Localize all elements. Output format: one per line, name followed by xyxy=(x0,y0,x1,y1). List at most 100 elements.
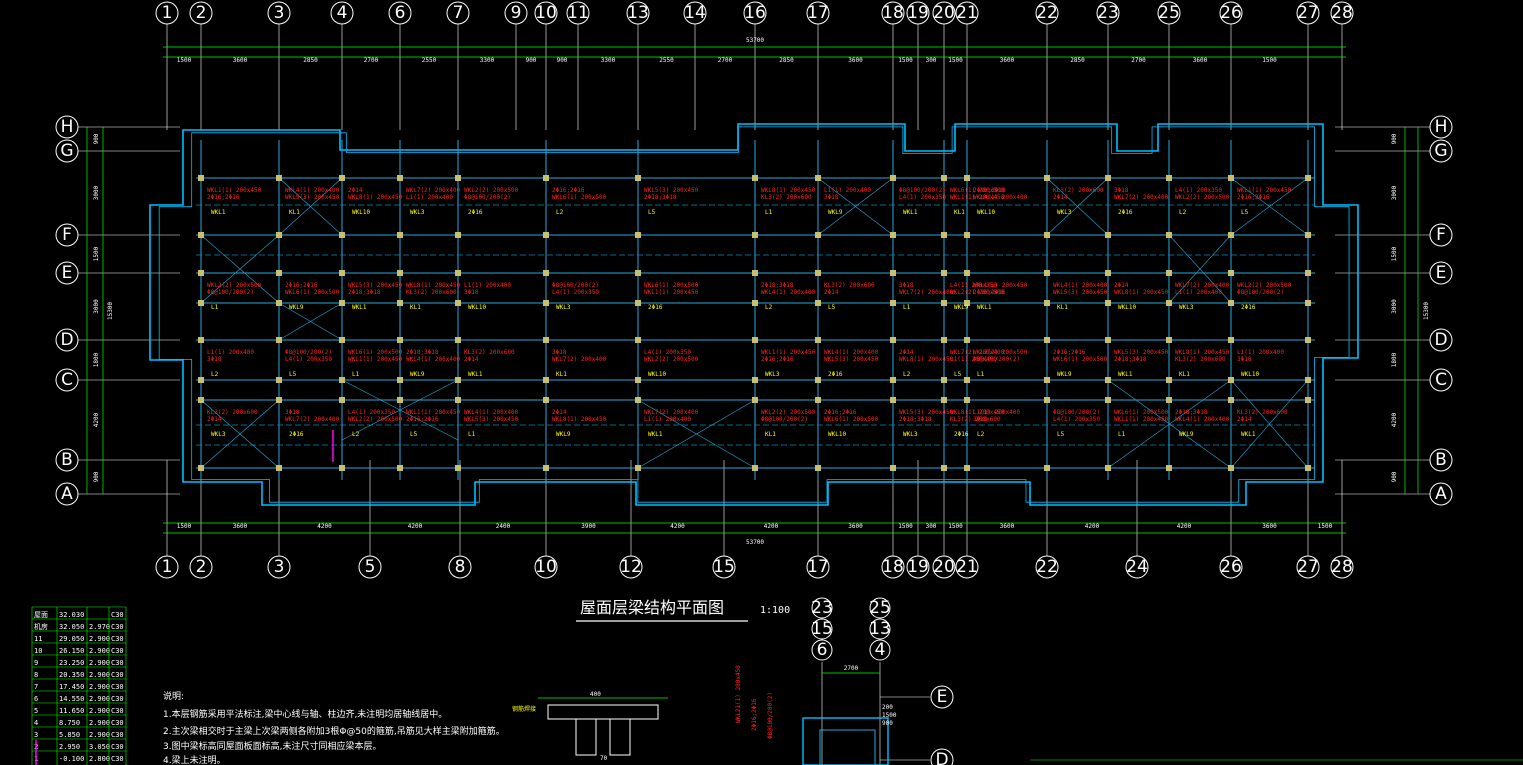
axis-bubble-label: 1 xyxy=(162,557,173,577)
beam-label: WKL1(1) 200x450 xyxy=(1237,187,1292,194)
column xyxy=(890,300,896,306)
axis-left-G: G xyxy=(55,139,79,163)
column xyxy=(276,175,282,181)
axis-bubble-circle xyxy=(446,1,470,25)
column xyxy=(815,232,821,238)
beam-label: WKL3 xyxy=(1179,304,1194,311)
axis-bubble-circle xyxy=(55,261,79,285)
column xyxy=(941,175,947,181)
axis-bottom-26: 26 xyxy=(1219,555,1243,579)
column xyxy=(890,397,896,403)
axis-bubble-label: 22 xyxy=(1036,3,1058,23)
beam-label: WKL10 xyxy=(468,304,486,311)
axis-bubble-label: 12 xyxy=(620,557,642,577)
beam-label: Φ8@100/200(2) xyxy=(1237,289,1284,296)
beam-label: L1 xyxy=(468,431,476,438)
column xyxy=(198,397,204,403)
beam-label: 2Φ18;3Φ18 xyxy=(899,416,932,423)
top-dimension-value: 2700 xyxy=(1131,57,1146,64)
axis-bubble-circle xyxy=(358,555,382,579)
table-cell: 20.350 xyxy=(59,671,84,679)
beam-label: KL1 xyxy=(1057,304,1068,311)
note-line-4: 4.梁上未注明。 xyxy=(163,754,226,765)
beam-label: 2Φ18;3Φ18 xyxy=(761,282,794,289)
top-total-value: 53700 xyxy=(746,37,764,44)
table-cell: -0.100 xyxy=(59,755,84,763)
axis-bubble-label: H xyxy=(1435,117,1448,137)
beam-label: L1(1) 200x400 xyxy=(824,187,871,194)
beam-label: WKL10 xyxy=(1118,304,1136,311)
detail-axis-bubble xyxy=(869,597,891,619)
detail-axis-label: 4 xyxy=(875,640,886,660)
table-cell: 2.900 xyxy=(89,707,110,715)
axis-bubble-label: 3 xyxy=(274,557,285,577)
beam-label: WKL1(1) 200x450 xyxy=(406,409,461,416)
column xyxy=(339,270,345,276)
axis-bubble-circle xyxy=(55,139,79,163)
axis-bubble-circle xyxy=(906,555,930,579)
beam-label: Φ8@100/200(2) xyxy=(973,356,1020,363)
axis-bottom-18: 18 xyxy=(881,555,905,579)
axis-bubble-label: 18 xyxy=(882,3,904,23)
axis-top-2: 2 xyxy=(189,1,213,25)
beam-label: WKL4(1) 200x400 xyxy=(824,349,879,356)
table-cell: 26.150 xyxy=(59,647,84,655)
bottom-dimension-value: 3600 xyxy=(848,523,863,530)
axis-bottom-8: 8 xyxy=(448,555,472,579)
axis-bubble-label: 25 xyxy=(1158,3,1180,23)
column xyxy=(1305,377,1311,383)
beam-label: 2Φ16;2Φ16 xyxy=(973,289,1006,296)
slab-diagonal xyxy=(1107,379,1232,469)
axis-bubble-circle xyxy=(619,555,643,579)
axis-bubble-label: G xyxy=(60,141,73,161)
column xyxy=(198,232,204,238)
beam-label: Φ8@100/200(2) xyxy=(552,282,599,289)
axis-bubble-label: 19 xyxy=(907,3,929,23)
table-cell: 11.650 xyxy=(59,707,84,715)
beam-label: KL3(2) 200x600 xyxy=(464,349,515,356)
beam-label: WKL1 xyxy=(977,304,992,311)
beam-label: 2Φ18;3Φ18 xyxy=(1114,356,1147,363)
beam-label: L2 xyxy=(1179,209,1187,216)
column xyxy=(455,270,461,276)
column xyxy=(276,232,282,238)
axis-bubble-circle xyxy=(1429,261,1453,285)
left-dimension-value: 4200 xyxy=(93,412,100,427)
beam-label: 2Φ18;3Φ18 xyxy=(348,289,381,296)
detail-axis-label: 13 xyxy=(869,619,891,639)
axis-bubble-label: B xyxy=(61,450,73,470)
table-cell: 10 xyxy=(34,647,42,655)
beam-label: WKL8(1) 200x450 xyxy=(552,416,607,423)
beam-label: WKL1 xyxy=(468,371,483,378)
table-cell: 2.900 xyxy=(89,635,110,643)
beam-label: Φ8@100/200(2) xyxy=(899,187,946,194)
right-dimension-value: 1800 xyxy=(1391,352,1398,367)
column xyxy=(1166,232,1172,238)
bottom-dimension-value: 3600 xyxy=(1000,523,1015,530)
table-cell: 8 xyxy=(34,671,38,679)
beam-label: L4(1) 200x350 xyxy=(552,289,599,296)
axis-bubble-label: 9 xyxy=(511,3,522,23)
axis-bottom-22: 22 xyxy=(1035,555,1059,579)
beam-label: WKL2(2) 200x500 xyxy=(950,289,1005,296)
beam-label: KL3(2) 200x600 xyxy=(950,416,1001,423)
beam-label: WKL1(1) 200x450 xyxy=(973,282,1028,289)
column xyxy=(543,397,549,403)
table-cell: 2.900 xyxy=(89,683,110,691)
column xyxy=(964,232,970,238)
axis-right-A: A xyxy=(1429,482,1453,506)
beam-label: WKL1 xyxy=(648,431,663,438)
column xyxy=(1305,232,1311,238)
axis-bubble-label: D xyxy=(60,330,73,350)
axis-bubble-label: 26 xyxy=(1220,3,1242,23)
axis-bubble-label: 2 xyxy=(196,557,207,577)
axis-bubble-circle xyxy=(55,223,79,247)
beam-label: WKL1(1) 200x450 xyxy=(950,194,1005,201)
axis-left-F: F xyxy=(55,223,79,247)
beam-label: L1(1) 200x400 xyxy=(973,409,1020,416)
axis-bubble-circle xyxy=(1219,1,1243,25)
section-web xyxy=(609,718,631,756)
column xyxy=(455,175,461,181)
beam-label: 2Φ16 xyxy=(648,304,663,311)
beam-label: WKL7(2) 200x400 xyxy=(1114,194,1169,201)
